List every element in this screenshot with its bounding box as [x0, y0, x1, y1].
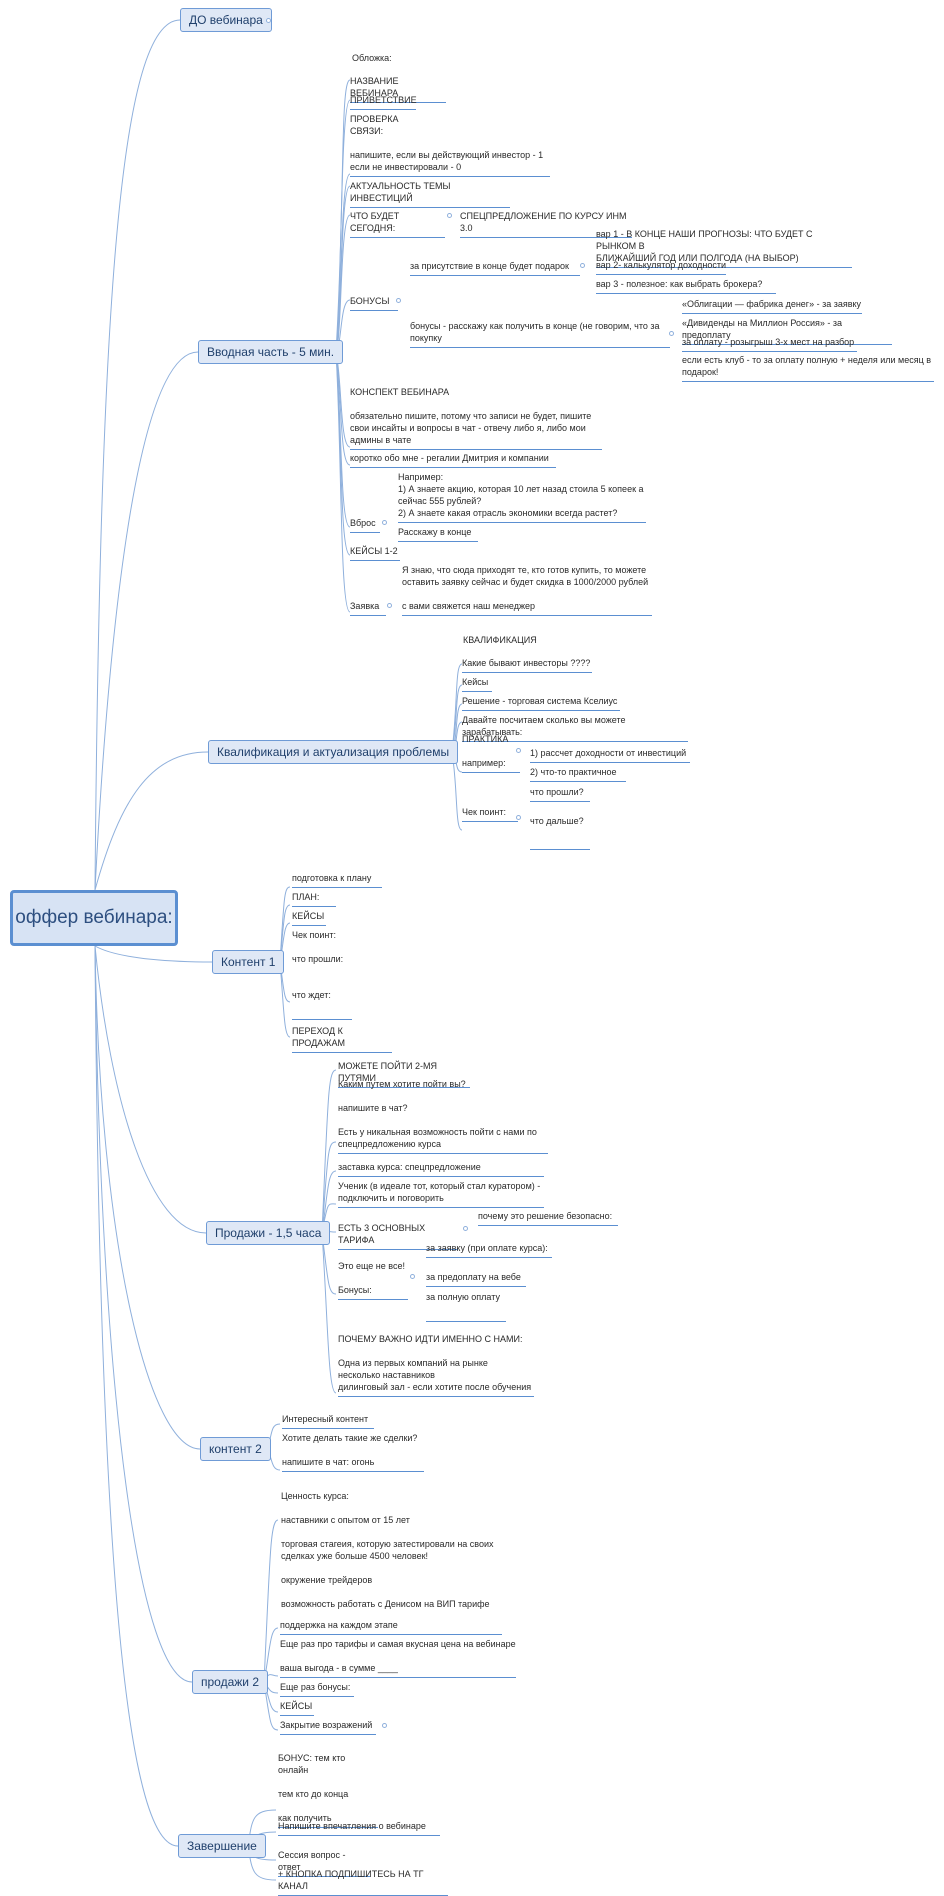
branch-sales[interactable]: Продажи - 1,5 часа	[206, 1221, 331, 1245]
leaf-cover[interactable]: Обложка:	[352, 53, 392, 63]
collapse-knob[interactable]	[447, 213, 452, 218]
leaf-tariffs[interactable]: ЕСТЬ 3 ОСНОВНЫХ ТАРИФА	[338, 1222, 458, 1250]
leaf-why-us[interactable]: ПОЧЕМУ ВАЖНО ИДТИ ИМЕННО С НАМИ: Одна из…	[338, 1333, 534, 1397]
leaf-objections[interactable]: Закрытие возражений	[280, 1719, 376, 1735]
branch-label: контент 2	[209, 1442, 262, 1456]
leaf-bonus-full[interactable]: за полную оплату	[426, 1291, 506, 1322]
leaf-plan-prep[interactable]: подготовка к плану	[292, 872, 382, 888]
leaf-tell[interactable]: Расскажу в конце	[398, 526, 478, 542]
branch-finish[interactable]: Завершение	[178, 1834, 266, 1858]
branch-qualification[interactable]: Квалификация и актуализация проблемы	[208, 740, 459, 764]
leaf-cases[interactable]: Кейсы	[462, 676, 492, 692]
leaf-cases[interactable]: КЕЙСЫ	[292, 910, 326, 926]
leaf-impressions[interactable]: Напишите впечатления о вебинаре	[278, 1820, 440, 1836]
leaf-interesting[interactable]: Интересный контент	[282, 1413, 374, 1429]
leaf-two-paths[interactable]: МОЖЕТЕ ПОЙТИ 2-МЯ ПУТЯМИ	[338, 1060, 470, 1088]
leaf-qa[interactable]: Сессия вопрос - ответ	[278, 1849, 370, 1877]
leaf-relevance[interactable]: АКТУАЛЬНОСТЬ ТЕМЫ ИНВЕСТИЦИЙ	[350, 180, 510, 208]
branch-label: Вводная часть - 5 мин.	[207, 345, 335, 359]
collapse-knob[interactable]	[516, 815, 521, 820]
leaf-checkpoint[interactable]: Чек поинт: что прошли: что ждет:	[292, 929, 352, 1020]
leaf-solution[interactable]: Решение - торговая система Кселиус	[462, 695, 620, 711]
central-topic[interactable]: оффер вебинара:	[10, 890, 178, 946]
leaf-title[interactable]: НАЗВАНИЕ ВЕБИНАРА	[350, 75, 446, 103]
leaf-bonus-4[interactable]: если есть клуб - то за оплату полную + н…	[682, 354, 934, 382]
leaf-qualification[interactable]: КВАЛИФИКАЦИЯ	[463, 635, 537, 645]
collapse-knob[interactable]	[463, 1226, 468, 1231]
leaf-today[interactable]: ЧТО БУДЕТ СЕГОДНЯ:	[350, 210, 445, 238]
leaf-investor-types[interactable]: Какие бывают инвесторы ????	[462, 657, 592, 673]
leaf-var-3[interactable]: вар 3 - полезное: как выбрать брокера?	[596, 278, 776, 294]
leaf-bonuses[interactable]: Это еще не все! Бонусы:	[338, 1260, 408, 1300]
leaf-practice-2[interactable]: 2) что-то практичное	[530, 766, 626, 782]
central-topic-label: оффер вебинара:	[15, 907, 173, 928]
branch-before-webinar[interactable]: ДО вебинара	[180, 8, 272, 32]
branch-sales-2[interactable]: продажи 2	[192, 1670, 268, 1694]
collapse-knob[interactable]	[382, 520, 387, 525]
leaf-bonus-online[interactable]: БОНУС: тем кто онлайн тем кто до конца к…	[278, 1752, 378, 1828]
branch-label: продажи 2	[201, 1675, 259, 1689]
leaf-support[interactable]: поддержка на каждом этапе	[280, 1619, 502, 1635]
branch-label: ДО вебинара	[189, 13, 263, 27]
leaf-request[interactable]: Заявка	[350, 600, 386, 616]
leaf-practice[interactable]: ПРАКТИКА например:	[462, 733, 520, 773]
collapse-knob[interactable]	[410, 1274, 415, 1279]
branch-content-1[interactable]: Контент 1	[212, 950, 285, 974]
branch-label: Квалификация и актуализация проблемы	[217, 745, 450, 759]
leaf-practice-1[interactable]: 1) рассчет доходности от инвестиций	[530, 747, 690, 763]
branch-content-2[interactable]: контент 2	[200, 1437, 271, 1461]
leaf-subscribe[interactable]: + КНОПКА ПОДПИШИТЕСЬ НА ТГ КАНАЛ	[278, 1868, 448, 1896]
leaf-bonuses[interactable]: БОНУСЫ	[350, 295, 398, 311]
leaf-cases[interactable]: КЕЙСЫ	[280, 1700, 314, 1716]
leaf-var-2[interactable]: вар 2- калькулятор доходности	[596, 259, 726, 275]
leaf-bonus-2[interactable]: «Дивиденды на Миллион Россия» - за предо…	[682, 317, 892, 345]
leaf-bonus-3[interactable]: за оплату - розыгрыш 3-х мест на разбор	[682, 336, 857, 352]
leaf-vbros[interactable]: Вброс	[350, 517, 380, 533]
branch-label: Контент 1	[221, 955, 276, 969]
collapse-knob[interactable]	[669, 331, 674, 336]
leaf-bonus-1[interactable]: «Облигации — фабрика денег» - за заявку	[682, 298, 862, 314]
leaf-how-get[interactable]: бонусы - расскажу как получить в конце (…	[410, 320, 670, 348]
leaf-gift[interactable]: за присутствие в конце будет подарок	[410, 260, 580, 276]
collapse-knob[interactable]	[516, 748, 521, 753]
leaf-about[interactable]: коротко обо мне - регалии Дмитрия и комп…	[350, 452, 556, 468]
collapse-knob[interactable]	[396, 298, 401, 303]
leaf-what-passed[interactable]: что прошли?	[530, 786, 590, 802]
leaf-connection-check[interactable]: ПРОВЕРКА СВЯЗИ: напишите, если вы действ…	[350, 113, 550, 177]
leaf-bonuses-again[interactable]: Еще раз бонусы:	[280, 1681, 354, 1697]
leaf-example[interactable]: Например: 1) А знаете акцию, которая 10 …	[398, 471, 646, 523]
leaf-checkpoint[interactable]: Чек поинт:	[462, 806, 518, 822]
leaf-summary[interactable]: КОНСПЕКТ ВЕБИНАРА обязательно пишите, по…	[350, 386, 602, 450]
collapse-knob[interactable]	[382, 1723, 387, 1728]
leaf-student[interactable]: Ученик (в идеале тот, который стал курат…	[338, 1180, 544, 1208]
leaf-plan[interactable]: ПЛАН:	[292, 891, 336, 907]
leaf-bonus-request[interactable]: за заявку (при оплате курса):	[426, 1242, 552, 1258]
leaf-value[interactable]: Ценность курса: наставники с опытом от 1…	[281, 1491, 494, 1609]
branch-intro[interactable]: Вводная часть - 5 мин.	[198, 340, 344, 364]
leaf-request-text[interactable]: Я знаю, что сюда приходят те, кто готов …	[402, 564, 652, 616]
leaf-safe[interactable]: почему это решение безопасно:	[478, 1210, 618, 1226]
leaf-tariffs-again[interactable]: Еще раз про тарифы и самая вкусная цена …	[280, 1638, 516, 1678]
leaf-greeting[interactable]: ПРИВЕТСТВИЕ	[350, 94, 417, 110]
leaf-cases[interactable]: КЕЙСЫ 1-2	[350, 545, 400, 561]
collapse-knob[interactable]	[387, 603, 392, 608]
branch-label: Завершение	[187, 1839, 257, 1853]
leaf-which-path[interactable]: Каким путем хотите пойти вы? напишите в …	[338, 1078, 548, 1154]
leaf-special-offer[interactable]: СПЕЦПРЕДЛОЖЕНИЕ ПО КУРСУ ИНМ 3.0	[460, 210, 632, 238]
collapse-knob[interactable]	[580, 263, 585, 268]
leaf-bonus-prepay[interactable]: за предоплату на вебе	[426, 1271, 526, 1287]
collapse-knob[interactable]	[266, 18, 271, 23]
leaf-calc[interactable]: Давайте посчитаем сколько вы можете зара…	[462, 714, 688, 742]
leaf-same-deals[interactable]: Хотите делать такие же сделки? напишите …	[282, 1432, 424, 1472]
leaf-to-sales[interactable]: ПЕРЕХОД К ПРОДАЖАМ	[292, 1025, 392, 1053]
branch-label: Продажи - 1,5 часа	[215, 1226, 322, 1240]
leaf-what-next[interactable]: что дальше?	[530, 815, 590, 850]
leaf-var-1[interactable]: вар 1 - В КОНЦЕ НАШИ ПРОГНОЗЫ: ЧТО БУДЕТ…	[596, 228, 852, 268]
leaf-course-intro[interactable]: заставка курса: спецпредложение	[338, 1161, 544, 1177]
